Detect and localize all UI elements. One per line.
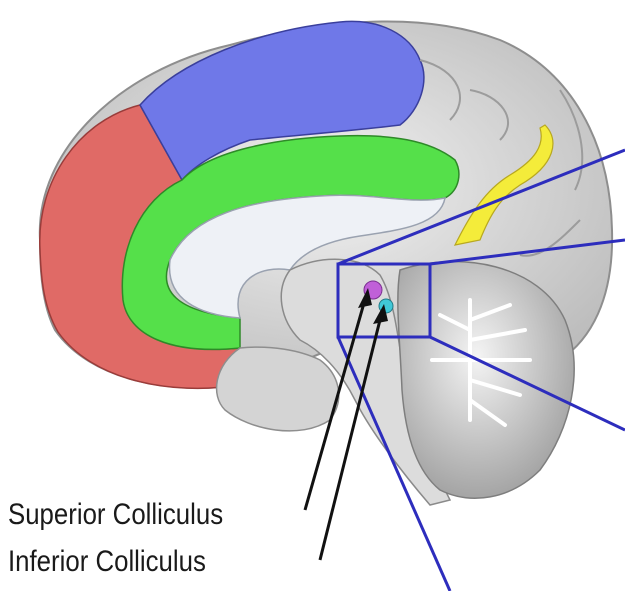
cerebellum <box>398 262 574 499</box>
superior-colliculus-label: Superior Colliculus <box>8 498 223 532</box>
inferior-colliculus-label: Inferior Colliculus <box>8 545 206 579</box>
temporal-lobe <box>217 347 339 431</box>
